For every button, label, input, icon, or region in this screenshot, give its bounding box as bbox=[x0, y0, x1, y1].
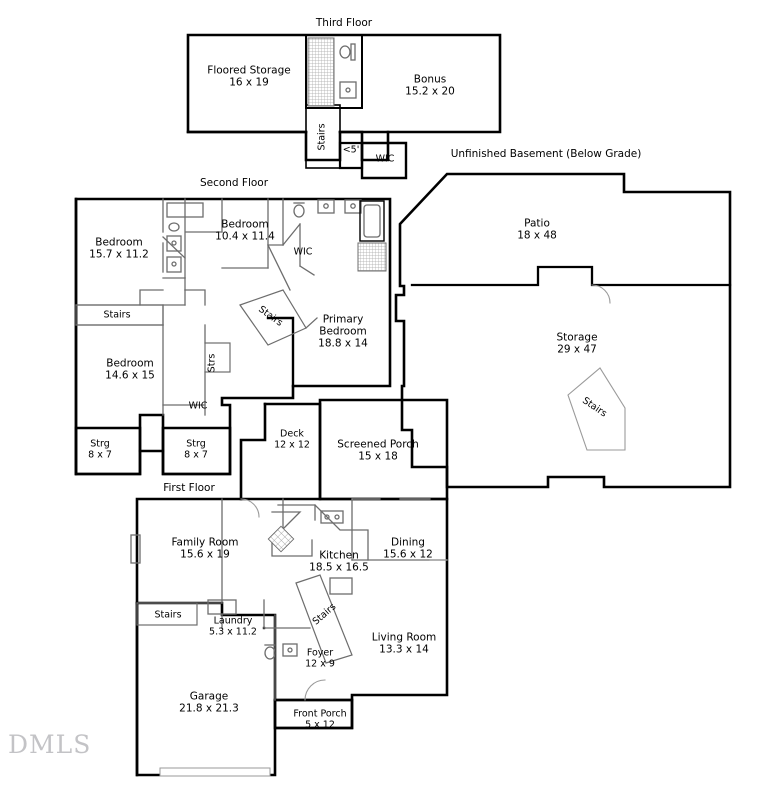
third-floor-stairs-shaft bbox=[305, 104, 341, 169]
second-floor-strg-right bbox=[161, 426, 232, 476]
third-floor-bath-partitions bbox=[305, 34, 363, 109]
third-floor-wic bbox=[360, 141, 408, 180]
first-floor-stairs-left bbox=[136, 602, 198, 626]
third-floor-toilet-icon bbox=[339, 43, 356, 61]
basement-diagonal-stairs bbox=[567, 367, 626, 451]
kitchen-appliance-icon bbox=[329, 577, 353, 595]
first-floor-garage-block bbox=[135, 601, 277, 777]
third-floor-sink-icon bbox=[339, 81, 357, 99]
powder-sink-icon bbox=[282, 643, 298, 657]
primary-bath-shower-icon bbox=[357, 242, 387, 272]
basement-walls bbox=[394, 172, 732, 489]
primary-bath-tub-icon bbox=[359, 200, 385, 242]
basement-patio-storage-divider bbox=[410, 265, 732, 287]
deck-walls bbox=[239, 402, 322, 501]
second-floor-partitions bbox=[75, 198, 223, 416]
third-floor-under5-closet bbox=[338, 141, 364, 170]
front-porch-walls bbox=[273, 698, 354, 730]
screened-porch-walls bbox=[318, 398, 449, 501]
first-floor-partitions bbox=[136, 498, 448, 701]
second-floor-walls bbox=[74, 197, 392, 476]
second-floor-sink-icon-b bbox=[166, 256, 182, 273]
door-swing-arcs bbox=[240, 284, 611, 701]
second-floor-sink-icon-a bbox=[166, 235, 182, 252]
family-room-window bbox=[130, 534, 141, 564]
second-floor-tub-icon bbox=[166, 202, 204, 218]
primary-bath-toilet-icon bbox=[293, 202, 305, 218]
primary-bath-vanity-icon-b bbox=[344, 199, 362, 214]
second-floor-primary-wing bbox=[266, 316, 295, 388]
third-floor-shower-icon bbox=[307, 37, 335, 107]
garage-door bbox=[159, 767, 271, 777]
laundry-appliance-icon bbox=[207, 599, 237, 615]
primary-wic-partitions bbox=[221, 198, 318, 329]
primary-bath-vanity-icon-a bbox=[317, 199, 335, 214]
powder-toilet-icon bbox=[264, 644, 276, 660]
first-floor-diagonal-stairs bbox=[295, 574, 353, 664]
kitchen-cooktop-icon bbox=[320, 510, 344, 524]
second-floor-stairs-left bbox=[75, 304, 164, 326]
second-floor-strg-left bbox=[74, 426, 142, 476]
second-floor-strs-shaft bbox=[204, 342, 231, 373]
second-floor-toilet-icon-a bbox=[168, 222, 180, 232]
kitchen-counters bbox=[271, 504, 369, 561]
kitchen-island-sink-icon bbox=[267, 525, 295, 553]
